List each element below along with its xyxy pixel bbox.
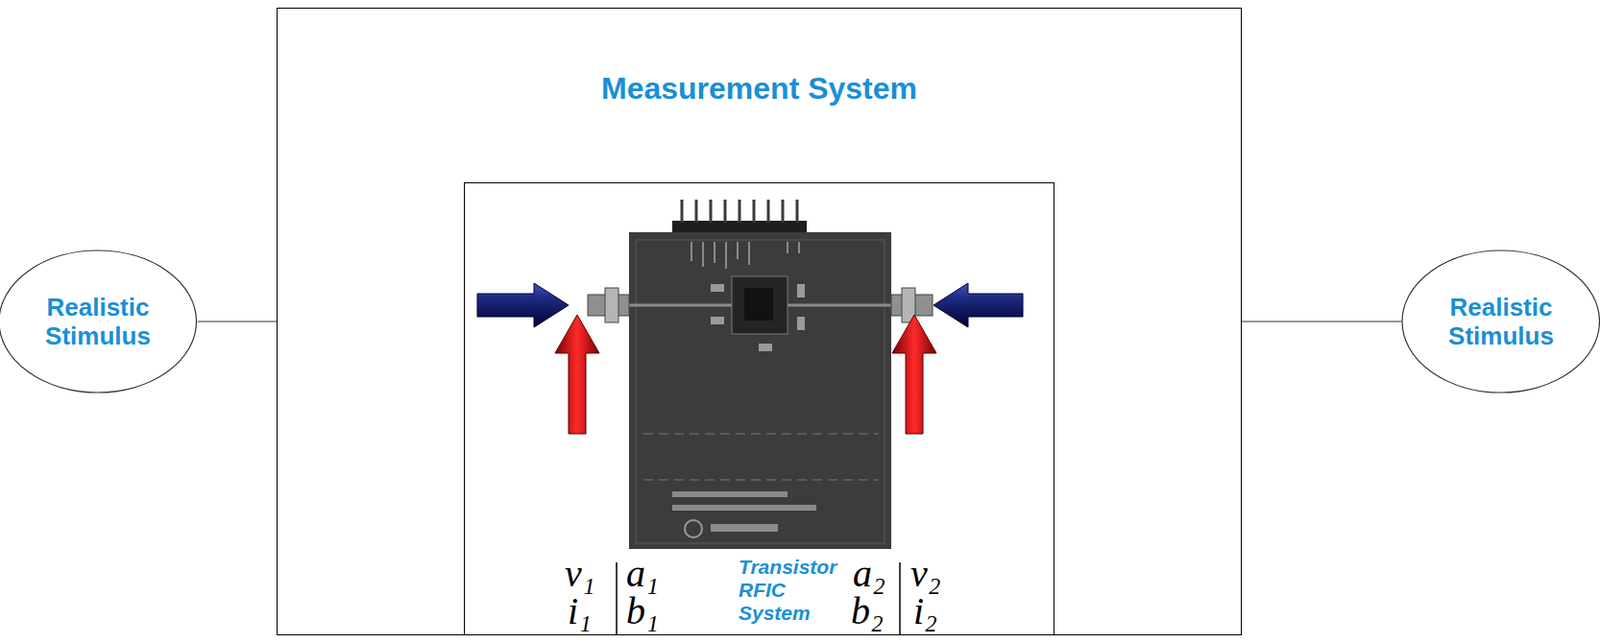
header-pin (796, 199, 800, 223)
chip-die (744, 288, 774, 321)
connector-line (197, 320, 277, 322)
reflected-arrow (892, 315, 937, 435)
separator-line (898, 562, 901, 635)
header-pin (709, 199, 713, 223)
port-variable: i₁ (567, 592, 592, 631)
silkscreen-line (643, 479, 879, 482)
logo-mark (684, 520, 703, 538)
stimulus-label: Realistic Stimulus (25, 292, 170, 351)
port-variable: b₁ (626, 592, 659, 631)
board-edge (635, 240, 885, 544)
rfic-chip (731, 276, 788, 335)
silkscreen-mark (736, 242, 739, 260)
dut-box: Transistor RFIC System (463, 182, 1055, 636)
port-variable: a₂ (852, 555, 886, 594)
silkscreen-mark (786, 242, 789, 254)
header-pin (724, 199, 728, 223)
smd-component (797, 284, 805, 298)
system-box: Measurement SystemTransistor RFIC System (276, 7, 1242, 636)
header-pin (738, 199, 742, 223)
smd-component (710, 316, 725, 325)
reflected-arrow (555, 315, 600, 435)
incident-arrow (933, 283, 1023, 328)
separator-line (615, 562, 618, 635)
sma-nut (605, 288, 619, 323)
silkscreen-mark (725, 242, 728, 269)
silkscreen-mark (798, 242, 800, 254)
port-variable: v₂ (910, 555, 942, 594)
incident-arrow (477, 283, 569, 328)
port-variable: i₂ (913, 592, 938, 631)
dut-label: Transistor RFIC System (738, 556, 849, 626)
ellipse-outline (0, 250, 197, 393)
smd-component (758, 343, 773, 352)
silkscreen-mark (710, 524, 778, 533)
port-variable: a₁ (626, 555, 659, 594)
header-pin (752, 199, 756, 223)
silkscreen-mark (748, 242, 751, 266)
header-pin (767, 199, 771, 223)
circuit-board (629, 232, 892, 550)
port-variable: b₂ (850, 592, 884, 631)
connector-line (1241, 320, 1402, 322)
port-variable: v₁ (564, 555, 596, 594)
ellipse-outline (1402, 250, 1600, 393)
header-pin (695, 199, 699, 223)
stimulus-label: Realistic Stimulus (1429, 292, 1574, 351)
smd-component (710, 284, 725, 292)
silkscreen-mark (690, 242, 693, 262)
silkscreen-line (643, 433, 879, 436)
smd-component (797, 316, 805, 331)
silkscreen-mark (672, 505, 817, 511)
system-title: Measurement System (277, 70, 1241, 107)
header-pin (781, 199, 785, 223)
silkscreen-mark (713, 242, 716, 264)
stimulus-circle: Realistic Stimulus (1401, 249, 1600, 394)
stimulus-circle: Realistic Stimulus (0, 249, 198, 394)
silkscreen-mark (672, 491, 788, 498)
header-pin (680, 199, 684, 223)
silkscreen-mark (702, 242, 704, 267)
